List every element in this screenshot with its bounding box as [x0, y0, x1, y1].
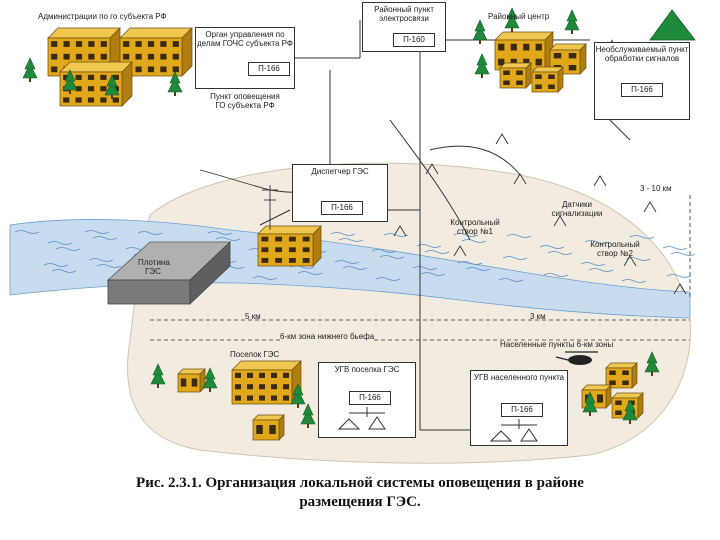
building	[231, 360, 302, 405]
ugv-right-box: УГВ населенного пункта П-166	[470, 370, 568, 446]
dam	[106, 241, 232, 305]
tree-icon	[644, 351, 660, 376]
tree-icon	[300, 403, 316, 428]
water-box: Необслуживаемый пункт обработки сигналов…	[594, 42, 690, 120]
tree-icon	[504, 7, 520, 32]
building	[252, 414, 285, 441]
tower-icon	[513, 173, 527, 185]
ugv-left-title: УГВ поселка ГЭС	[334, 365, 400, 374]
ugv-left-device: П-166	[349, 391, 391, 405]
label-district-center: Районный центр	[488, 12, 550, 21]
label-distance-right: 3 - 10 км	[640, 184, 672, 193]
label-sensors: Датчики сигнализации	[551, 200, 603, 218]
caption-line-2: размещения ГЭС.	[299, 494, 421, 510]
tree-icon	[582, 391, 598, 416]
label-control2: Контрольный створ №2	[590, 240, 640, 258]
tree-icon	[564, 9, 580, 34]
tower-icon	[425, 163, 439, 175]
label-region-center: Пункт оповещения ГО субъекта РФ	[210, 92, 280, 110]
municipal-device: П-160	[393, 33, 435, 47]
figure-caption: Рис. 2.3.1. Организация локальной систем…	[0, 474, 720, 512]
label-5km: 5 км	[245, 312, 261, 321]
tower-icon	[495, 133, 509, 145]
tower-icon	[623, 255, 637, 267]
tower-icon	[453, 245, 467, 257]
label-3km: 3 км	[530, 312, 546, 321]
tree-icon	[622, 399, 638, 424]
ugv-left-box: УГВ поселка ГЭС П-166	[318, 362, 416, 438]
building	[499, 62, 532, 89]
label-settlements: Населенные пункты 6-км зоны	[500, 340, 614, 349]
water-title: Необслуживаемый пункт обработки сигналов	[595, 45, 689, 63]
label-zone: 6-км зона нижнего бьефа	[280, 332, 375, 341]
tower-icon	[553, 215, 567, 227]
tree-icon	[472, 19, 488, 44]
building	[257, 225, 322, 267]
label-control1: Контрольный створ №1	[450, 218, 500, 236]
dispatcher-title: Диспетчер ГЭС	[311, 167, 369, 176]
hq-box: Орган управления по делам ГОЧС субъекта …	[195, 27, 295, 89]
tree-icon	[62, 69, 78, 94]
dispatcher-box: Диспетчер ГЭС П-166	[292, 164, 388, 222]
diagram-canvas: Администрации по го субъекта РФ Орган уп…	[9, 2, 696, 464]
dispatcher-device: П-166	[321, 201, 363, 215]
tower-icon	[643, 201, 657, 213]
municipal-box: Районный пункт электросвязи П-160	[362, 2, 446, 52]
hq-title: Орган управления по делам ГОЧС субъекта …	[197, 30, 293, 48]
scene	[9, 7, 696, 464]
tower-icon	[673, 283, 687, 295]
tree-icon	[202, 367, 218, 392]
building	[177, 368, 206, 393]
tree-icon	[22, 57, 38, 82]
water-device: П-166	[621, 83, 663, 97]
tower-icon	[593, 175, 607, 187]
mountain	[649, 9, 696, 41]
label-dam: Плотина ГЭС	[138, 258, 170, 276]
ugv-right-device: П-166	[501, 403, 543, 417]
municipal-title: Районный пункт электросвязи	[374, 5, 434, 23]
label-village: Поселок ГЭС	[230, 350, 280, 359]
tree-icon	[104, 74, 120, 99]
loudspeaker-icon	[337, 407, 386, 430]
tree-icon	[474, 53, 490, 78]
tower-icon	[393, 225, 407, 237]
label-admin-region: Администрации по го субъекта РФ	[38, 12, 167, 21]
tree-icon	[290, 383, 306, 408]
tree-icon	[167, 71, 183, 96]
building	[605, 362, 638, 389]
ugv-right-title: УГВ населенного пункта	[473, 373, 565, 382]
trees	[22, 7, 660, 428]
hq-device: П-166	[248, 62, 290, 76]
building	[581, 384, 612, 409]
helicopter	[555, 351, 598, 365]
tree-icon	[150, 363, 166, 388]
caption-line-1: Рис. 2.3.1. Организация локальной систем…	[136, 475, 584, 491]
building	[531, 66, 564, 93]
loudspeaker-icon	[489, 419, 538, 442]
